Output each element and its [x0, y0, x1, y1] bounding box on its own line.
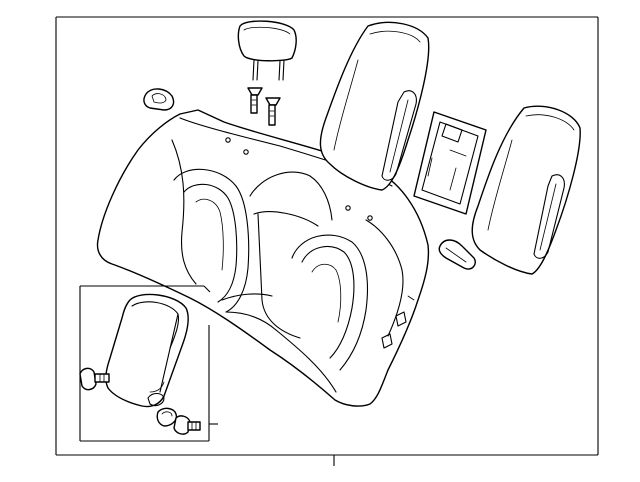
- armrest-icon: [105, 293, 189, 408]
- guide-sleeve-icon: [247, 87, 281, 126]
- pass-through-panel-icon: [413, 111, 487, 215]
- rear-seat-back-icon: [96, 109, 430, 407]
- bolt-icon: [79, 367, 110, 391]
- cap-icon: [156, 407, 178, 427]
- armrest-inset: [79, 285, 218, 442]
- screw-icon: [173, 415, 201, 435]
- seat-cover-icon: [319, 21, 430, 191]
- diagram-frame: [55, 16, 599, 466]
- headrest-icon: [237, 20, 297, 81]
- seat-cover-icon: [471, 105, 581, 275]
- bezel-clip-icon: [143, 88, 175, 111]
- latch-trim-icon: [438, 239, 476, 270]
